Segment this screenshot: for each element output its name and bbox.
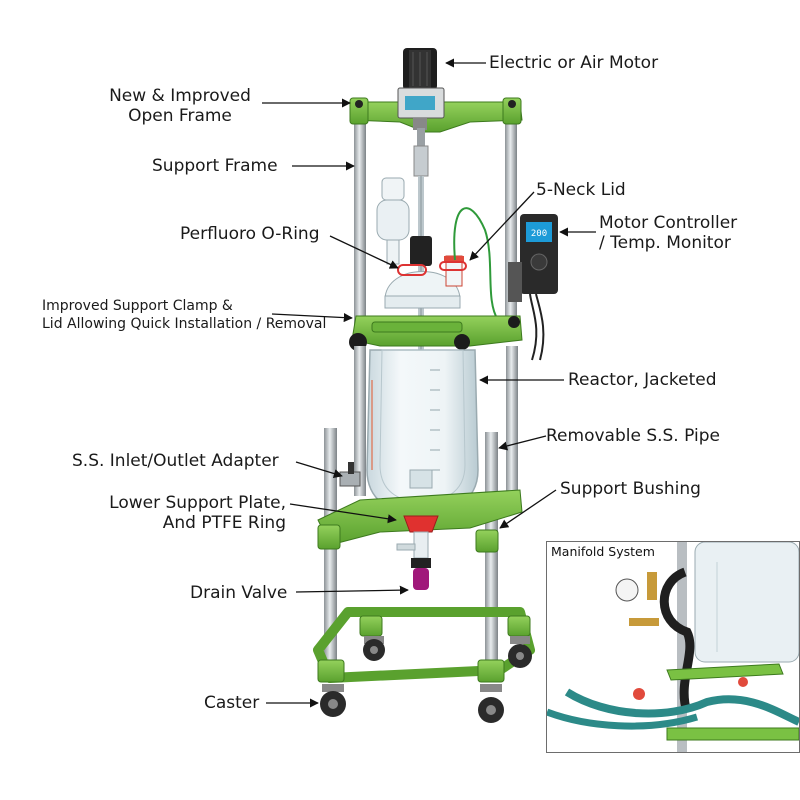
inset-title: Manifold System <box>551 544 655 559</box>
label-reactor: Reactor, Jacketed <box>568 370 717 390</box>
condenser <box>376 177 410 265</box>
label-oring: Perfluoro O-Ring <box>180 224 320 244</box>
label-neck-lid: 5-Neck Lid <box>536 180 626 200</box>
pointer-lines <box>262 58 596 708</box>
label-ss-adapter: S.S. Inlet/Outlet Adapter <box>72 451 279 471</box>
inset-green-bracket <box>666 663 784 681</box>
label-controller: Motor Controller / Temp. Monitor <box>599 213 737 253</box>
reactor-vessel <box>366 349 479 516</box>
label-lower-plate-line1: Lower Support Plate, <box>109 493 286 513</box>
mid-pole-right <box>506 346 518 496</box>
label-caster: Caster <box>204 693 260 713</box>
caster-back-right <box>508 636 532 668</box>
motor-controller: 200 <box>508 214 558 361</box>
ptfe-ring <box>403 515 439 533</box>
caster-back-left <box>363 636 385 661</box>
base-frame <box>313 607 535 683</box>
label-controller-line2: / Temp. Monitor <box>599 233 731 253</box>
support-clamp <box>349 315 523 351</box>
caster-front-left <box>320 684 346 717</box>
label-support-frame: Support Frame <box>152 156 278 176</box>
motor <box>397 48 445 130</box>
label-lower-plate: Lower Support Plate, And PTFE Ring <box>80 493 286 533</box>
label-ss-pipe: Removable S.S. Pipe <box>546 426 720 446</box>
mid-pole-left <box>354 346 366 496</box>
label-lower-plate-line2: And PTFE Ring <box>162 513 286 533</box>
label-open-frame-line2: Open Frame <box>128 106 232 126</box>
controller-display-value: 200 <box>531 229 547 239</box>
inset-vessel <box>694 542 799 663</box>
inset-pressure-gauge <box>615 578 639 602</box>
upper-pole-left <box>354 108 366 328</box>
label-open-frame-line1: New & Improved <box>109 86 251 106</box>
label-clamp-line2: Lid Allowing Quick Installation / Remova… <box>42 316 327 332</box>
label-clamp-line1: Improved Support Clamp & <box>42 298 233 314</box>
manifold-inset: Manifold System <box>546 541 800 753</box>
label-open-frame: New & Improved Open Frame <box>94 86 266 126</box>
inset-pole <box>677 542 687 752</box>
ss-inlet-adapter <box>339 462 361 487</box>
inset-hose-black <box>659 567 695 714</box>
caster-front-right <box>478 684 504 723</box>
label-support-bushing: Support Bushing <box>560 479 701 499</box>
lower-pole-left <box>324 428 337 678</box>
manifold-illustration <box>547 542 799 752</box>
lower-pole-right <box>485 432 498 682</box>
label-motor: Electric or Air Motor <box>489 53 659 73</box>
label-controller-line1: Motor Controller <box>599 213 738 233</box>
thermo-wire <box>453 207 499 321</box>
label-drain-valve: Drain Valve <box>190 583 288 603</box>
lid <box>384 236 467 309</box>
inset-regulator <box>647 572 657 600</box>
inset-valve-red <box>633 688 645 700</box>
inset-hose-teal <box>564 688 799 726</box>
drain-valve <box>396 531 431 590</box>
label-clamp: Improved Support Clamp & Lid Allowing Qu… <box>42 297 326 333</box>
